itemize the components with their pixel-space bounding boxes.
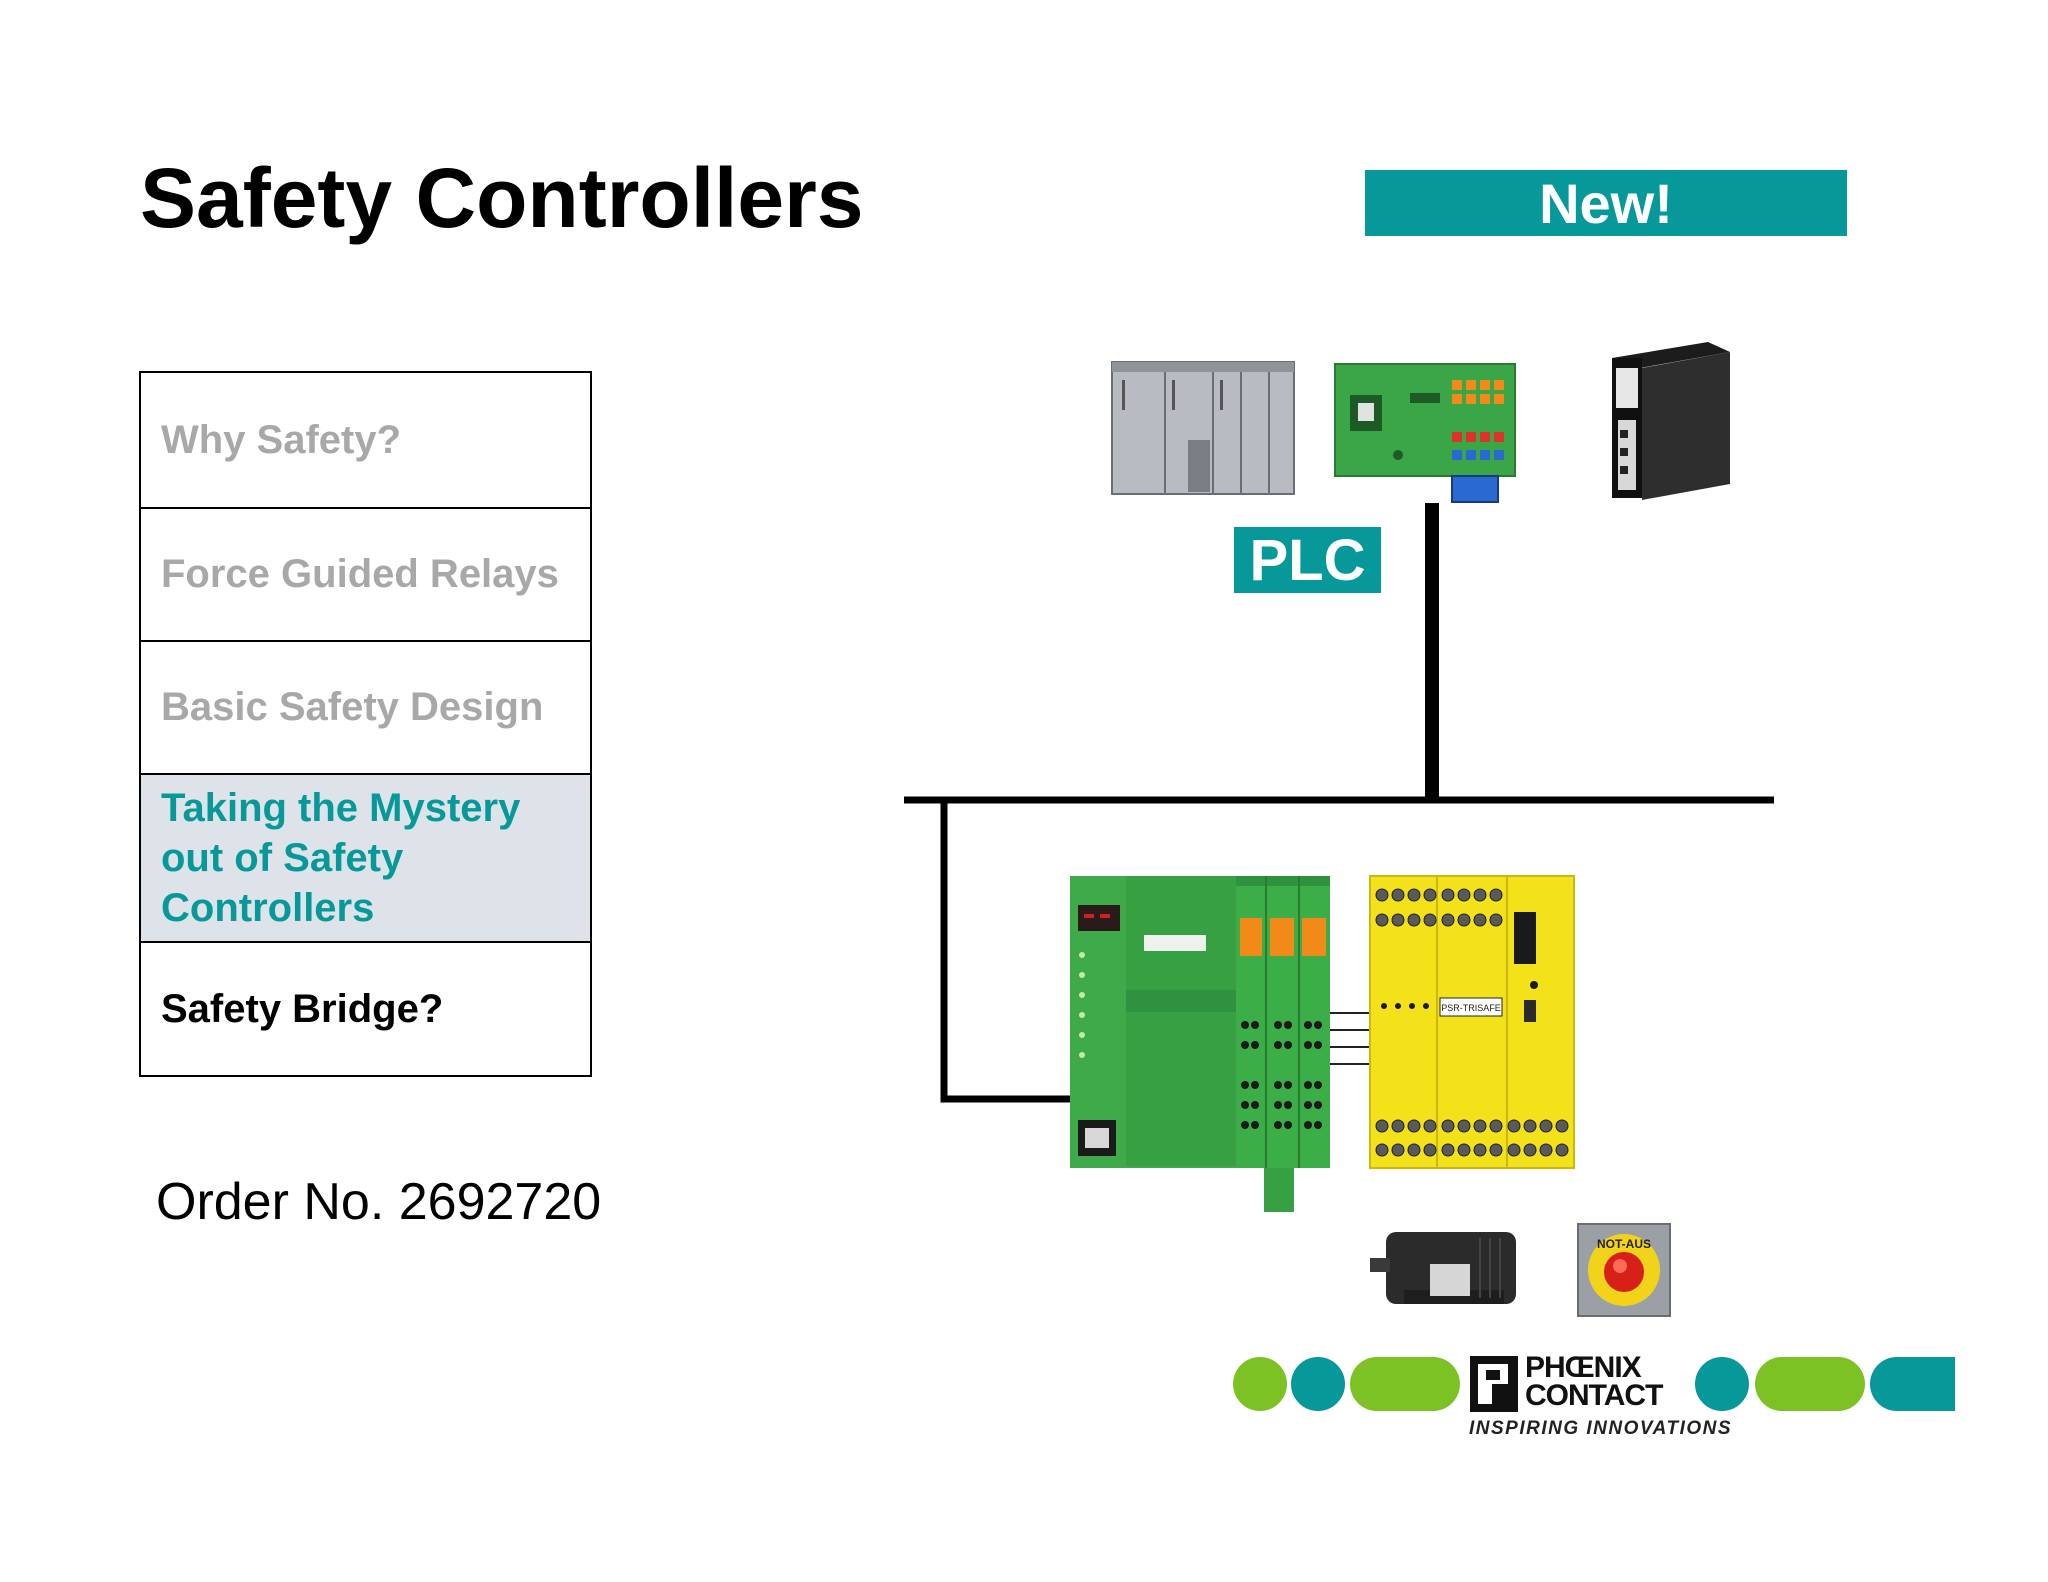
logo-line-1: PHŒNIX bbox=[1525, 1351, 1642, 1384]
order-number: Order No. 2692720 bbox=[156, 1173, 602, 1231]
logo-line-2: CONTACT bbox=[1525, 1379, 1663, 1412]
bus-coupler-line bbox=[940, 800, 1072, 1103]
agenda-item-why-safety[interactable]: Why Safety? bbox=[141, 373, 590, 509]
plc-rack-image bbox=[1111, 361, 1295, 495]
agenda-item-safety-controllers[interactable]: Taking the Mystery out of Safety Control… bbox=[141, 775, 590, 943]
logo-tagline: INSPIRING INNOVATIONS bbox=[1469, 1418, 1733, 1439]
agenda-item-force-guided-relays[interactable]: Force Guided Relays bbox=[141, 509, 590, 642]
io-wires bbox=[1330, 1012, 1372, 1065]
plc-badge: PLC bbox=[1234, 527, 1381, 593]
plc-controller-image bbox=[1334, 363, 1516, 503]
emergency-stop-icon: NOT-AUS bbox=[1577, 1223, 1671, 1317]
motor-icon bbox=[1370, 1232, 1516, 1304]
logo-decoration bbox=[1233, 1356, 1955, 1412]
safety-module-image: PSR-TRISAFE bbox=[1369, 875, 1575, 1169]
new-badge: New! bbox=[1365, 170, 1847, 236]
phoenix-contact-logo: PHŒNIX CONTACT bbox=[1525, 1351, 1663, 1412]
slide-title: Safety Controllers bbox=[140, 151, 864, 245]
estop-label: NOT-AUS bbox=[1597, 1237, 1651, 1251]
embedded-pc-image bbox=[1612, 342, 1730, 500]
safety-module-label: PSR-TRISAFE bbox=[1441, 1003, 1501, 1013]
agenda-item-safety-bridge[interactable]: Safety Bridge? bbox=[161, 986, 444, 1031]
bus-coupler-image bbox=[1070, 876, 1330, 1212]
agenda-list: Why Safety? Force Guided Relays Basic Sa… bbox=[139, 371, 592, 1077]
agenda-item-basic-safety-design[interactable]: Basic Safety Design bbox=[141, 642, 590, 775]
